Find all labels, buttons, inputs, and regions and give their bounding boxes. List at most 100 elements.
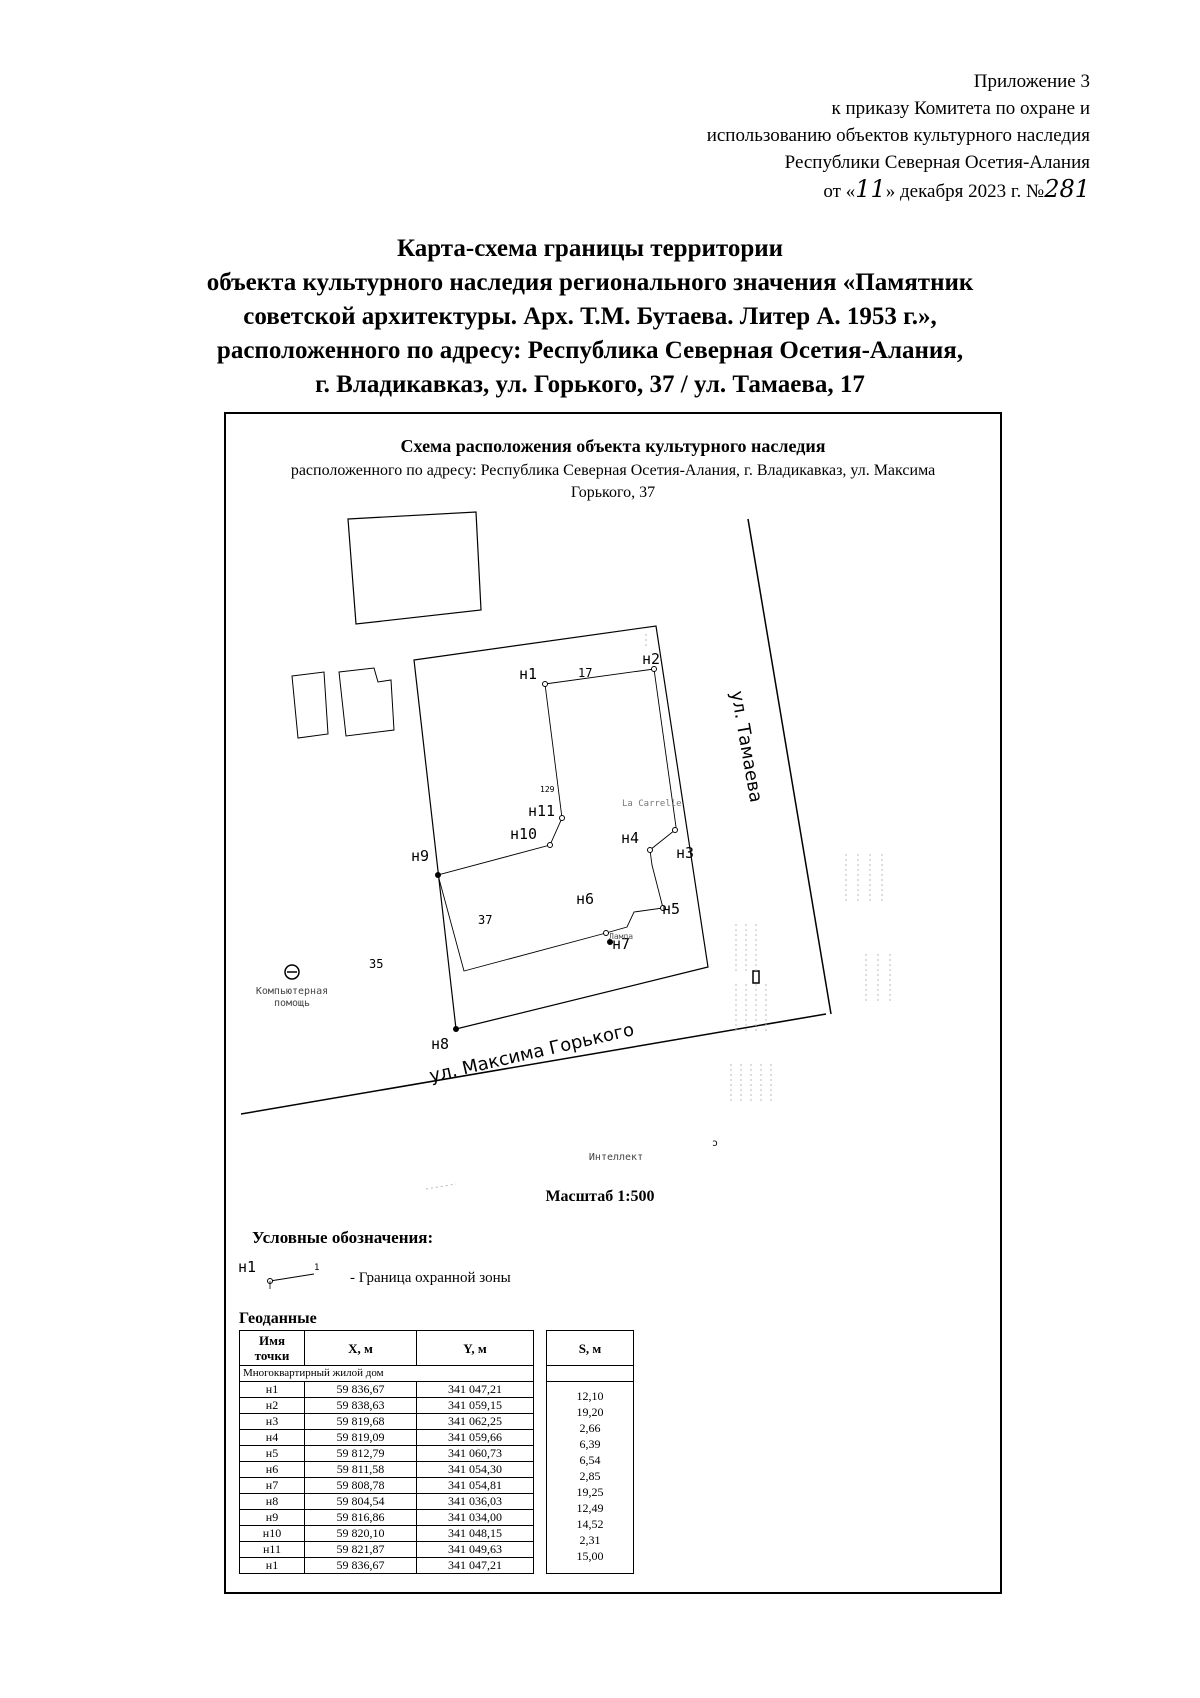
point-name-cell: н8 (239, 1493, 305, 1510)
street-name-tamaeva: ул. Тамаева (726, 689, 766, 804)
label-n2: н2 (642, 650, 660, 668)
distance-cell: 19,25 (546, 1477, 634, 1500)
scheme-address-line-1: расположенного по адресу: Республика Сев… (290, 462, 936, 479)
distance-cell: 19,20 (546, 1397, 634, 1420)
y-coord-cell: 341 048,15 (416, 1525, 534, 1542)
order-date-prefix: от « (823, 181, 856, 202)
y-coord-cell: 341 047,21 (416, 1557, 534, 1574)
point-name-cell: н10 (239, 1525, 305, 1542)
x-coord-cell: 59 836,67 (304, 1381, 417, 1398)
document-title: Карта-схема границы территории объекта к… (120, 232, 1060, 402)
scheme-frame: Схема расположения объекта культурного н… (224, 412, 1002, 1594)
x-coord-cell: 59 816,86 (304, 1509, 417, 1526)
neighbor-building-small-2 (338, 667, 395, 737)
distance-cell: 15,00 (546, 1541, 634, 1564)
col-header-x: X, м (304, 1330, 417, 1366)
order-date-mid: » декабря 2023 г. № (885, 181, 1045, 202)
header-line-2: к приказу Комитета по охране и (831, 98, 1090, 119)
map-marker-small-icon: ɔ (712, 1138, 718, 1149)
scheme-subtitle: расположенного по адресу: Республика Сев… (226, 460, 1000, 504)
distance-cell (546, 1557, 634, 1574)
point-name-cell: н1 (239, 1557, 305, 1574)
poi-computer-help-line-1: Компьютерная (256, 986, 328, 997)
point-n9-marker (435, 872, 441, 878)
distance-cell: 2,85 (546, 1461, 634, 1484)
y-coord-cell: 341 059,66 (416, 1429, 534, 1446)
neighbor-building-small-1 (291, 671, 329, 739)
street-line-tamaeva (747, 518, 832, 1015)
y-coord-cell: 341 060,73 (416, 1445, 534, 1462)
y-coord-cell: 341 034,00 (416, 1509, 534, 1526)
y-coord-cell: 341 062,25 (416, 1413, 534, 1430)
poi-computer-help-line-2: помощь (274, 998, 310, 1009)
point-n7-marker (607, 939, 613, 945)
title-line-5: г. Владикавказ, ул. Горького, 37 / ул. Т… (315, 371, 865, 398)
header-line-1: Приложение 3 (973, 71, 1090, 92)
faint-map-features (425, 634, 891, 1190)
col-header-s: S, м (546, 1330, 634, 1366)
x-coord-cell: 59 821,87 (304, 1541, 417, 1558)
distance-cell: 2,66 (546, 1413, 634, 1436)
point-n3-marker (672, 827, 678, 833)
protection-zone-boundary (437, 668, 677, 972)
point-n5-marker (660, 905, 666, 911)
map-scale: Масштаб 1:500 (545, 1188, 655, 1205)
label-n11: н11 (528, 802, 555, 820)
section-label: Многоквартирный жилой дом (239, 1365, 534, 1382)
y-coord-cell: 341 059,15 (416, 1397, 534, 1414)
title-line-3: советской архитектуры. Арх. Т.М. Бутаева… (243, 303, 937, 330)
distance-cell: 2,31 (546, 1525, 634, 1548)
title-line-4: расположенного по адресу: Республика Сев… (216, 337, 964, 364)
poi-lamp: Лампа (609, 932, 633, 941)
scheme-address-line-2: Горького, 37 (570, 484, 656, 501)
distance-cell: 12,49 (546, 1493, 634, 1516)
header-line-5: от «11» декабря 2023 г. №281 (707, 176, 1090, 205)
point-n1-marker (542, 681, 548, 687)
point-n2-marker (651, 666, 657, 672)
poi-la-carrelle: La Carrelle (622, 799, 682, 809)
x-coord-cell: 59 819,68 (304, 1413, 417, 1430)
point-n10-marker (547, 842, 553, 848)
house-number-17: 17 (578, 666, 592, 680)
legend-sample-tick: 1 (314, 1263, 319, 1273)
title-line-2: объекта культурного наследия регионально… (206, 269, 974, 296)
computer-help-poi-icon (284, 964, 300, 980)
x-coord-cell: 59 808,78 (304, 1477, 417, 1494)
poi-intellect: Интеллект (589, 1152, 643, 1163)
order-number-handwritten: 281 (1044, 175, 1090, 203)
x-coord-cell: 59 838,63 (304, 1397, 417, 1414)
point-name-cell: н7 (239, 1477, 305, 1494)
site-map: н1 н2 н3 н4 н5 н6 н7 н8 н9 н10 н11 17 37… (238, 511, 891, 1289)
label-n10: н10 (510, 825, 537, 843)
x-coord-cell: 59 819,09 (304, 1429, 417, 1446)
point-name-cell: н6 (239, 1461, 305, 1478)
point-n8-marker (453, 1026, 459, 1032)
geodata-header-row: Имя точки X, м Y, м S, м (239, 1330, 634, 1366)
x-coord-cell: 59 820,10 (304, 1525, 417, 1542)
label-n6: н6 (576, 890, 594, 908)
y-coord-cell: 341 054,30 (416, 1461, 534, 1478)
x-coord-cell: 59 811,58 (304, 1461, 417, 1478)
house-number-35: 35 (369, 957, 383, 971)
col-header-name: Имя точки (239, 1330, 305, 1366)
legend-boundary-label: - Граница охранной зоны (350, 1270, 511, 1286)
header-line-4: Республики Северная Осетия-Алания (784, 152, 1090, 173)
y-coord-cell: 341 036,03 (416, 1493, 534, 1510)
distance-cell: 6,39 (546, 1429, 634, 1452)
x-coord-cell: 59 812,79 (304, 1445, 417, 1462)
y-coord-cell: 341 054,81 (416, 1477, 534, 1494)
neighbor-building-north (347, 511, 482, 625)
label-n9: н9 (411, 847, 429, 865)
col-header-y: Y, м (416, 1330, 534, 1366)
parcel-corner-points (435, 872, 613, 1032)
legend-title: Условные обозначения: (252, 1228, 434, 1247)
